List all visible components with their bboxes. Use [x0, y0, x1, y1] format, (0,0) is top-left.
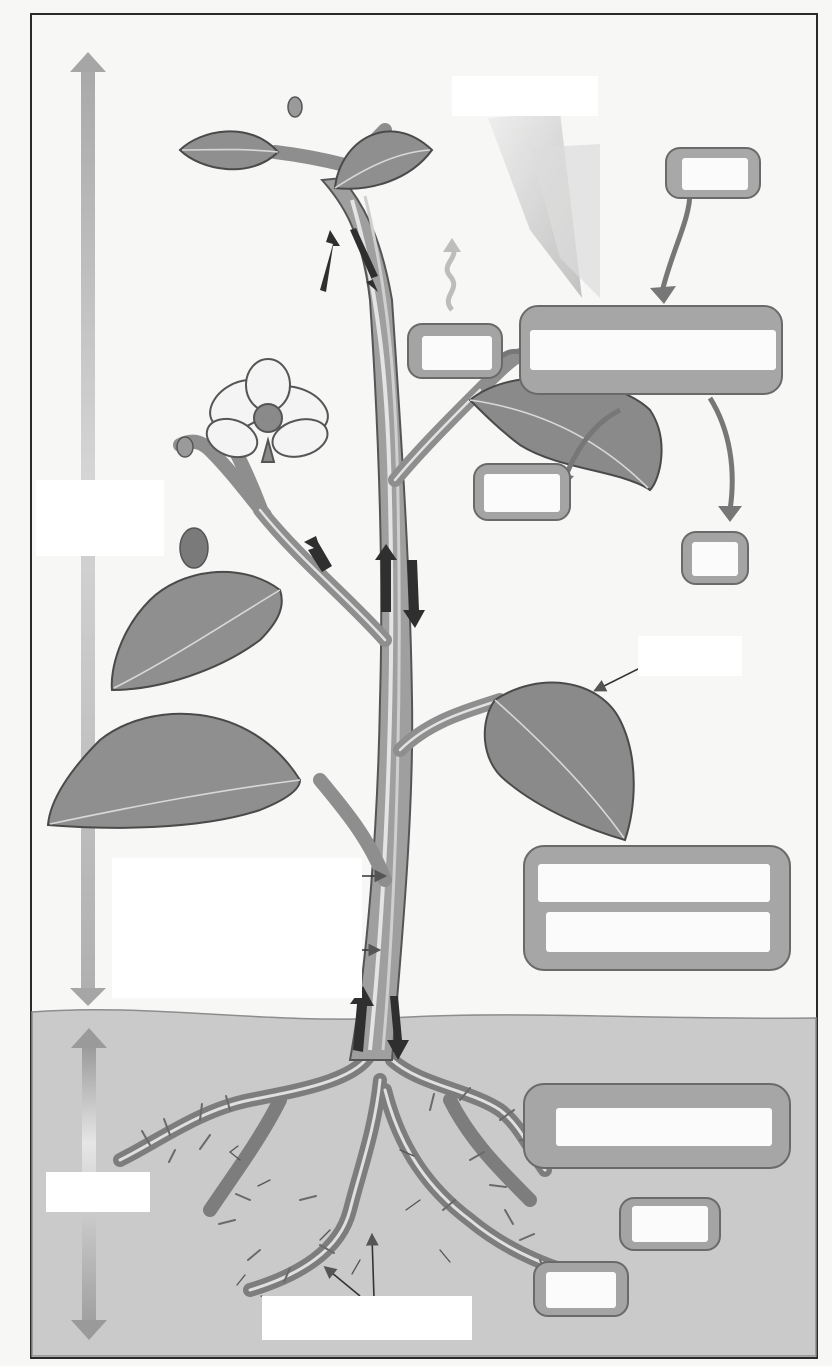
answer-box-product[interactable] [474, 464, 570, 520]
answer-box-photosynthesis[interactable] [520, 306, 782, 394]
blank-label-root-system[interactable] [46, 1172, 150, 1212]
blank-label-vascular-tissue[interactable] [112, 858, 362, 998]
answer-box-light-source[interactable] [666, 148, 760, 198]
blank-label-sunlight[interactable] [452, 76, 598, 116]
answer-box-minerals[interactable] [534, 1262, 628, 1316]
blank-label-shoot-system[interactable] [36, 480, 164, 556]
answer-box-stem-function[interactable] [524, 846, 790, 970]
answer-box-gas-in[interactable] [408, 324, 502, 378]
answer-box-root-function[interactable] [524, 1084, 790, 1168]
answer-box-gas-out[interactable] [682, 532, 748, 584]
blank-label-root-hairs[interactable] [262, 1296, 472, 1340]
blank-label-leaf[interactable] [638, 636, 742, 676]
answer-box-water[interactable] [620, 1198, 720, 1250]
